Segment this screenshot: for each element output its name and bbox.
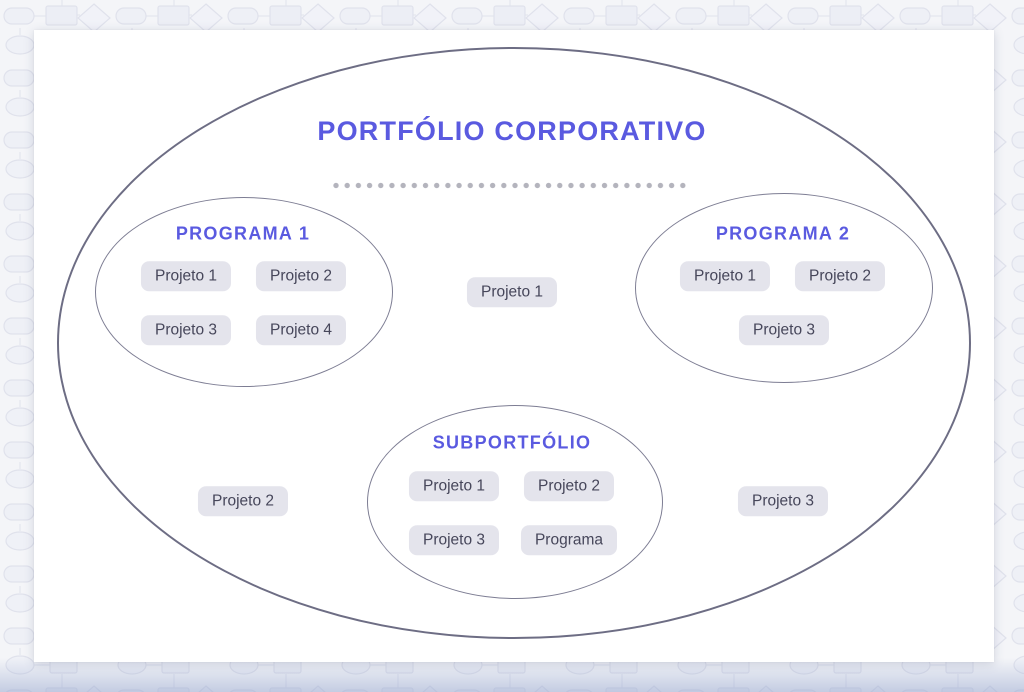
diagram-title: PORTFÓLIO CORPORATIVO [317,116,707,146]
project-chip: Projeto 3 [140,315,232,345]
standalone-project-chip: Projeto 2 [197,486,289,516]
project-chip: Projeto 2 [255,261,347,291]
project-chip: Projeto 2 [523,471,615,501]
program-2-title: PROGRAMA 2 [715,223,851,244]
subportfolio-title: SUBPORTFÓLIO [432,432,592,453]
project-chip: Projeto 3 [738,315,830,345]
dotted-divider [333,182,691,189]
diagram-canvas: PORTFÓLIO CORPORATIVO PROGRAMA 1 Projeto… [34,30,994,662]
project-chip: Projeto 1 [408,471,500,501]
project-chip: Projeto 1 [679,261,771,291]
subportfolio-ellipse [367,405,663,599]
project-chip: Projeto 4 [255,315,347,345]
standalone-project-chip: Projeto 3 [737,486,829,516]
project-chip: Projeto 1 [140,261,232,291]
project-chip: Projeto 2 [794,261,886,291]
portfolio-boundary-ellipse [57,47,971,639]
standalone-project-chip: Projeto 1 [466,277,558,307]
program-chip: Programa [520,525,618,555]
project-chip: Projeto 3 [408,525,500,555]
program-1-ellipse [95,197,393,387]
program-2-ellipse [635,193,933,383]
program-1-title: PROGRAMA 1 [175,223,311,244]
